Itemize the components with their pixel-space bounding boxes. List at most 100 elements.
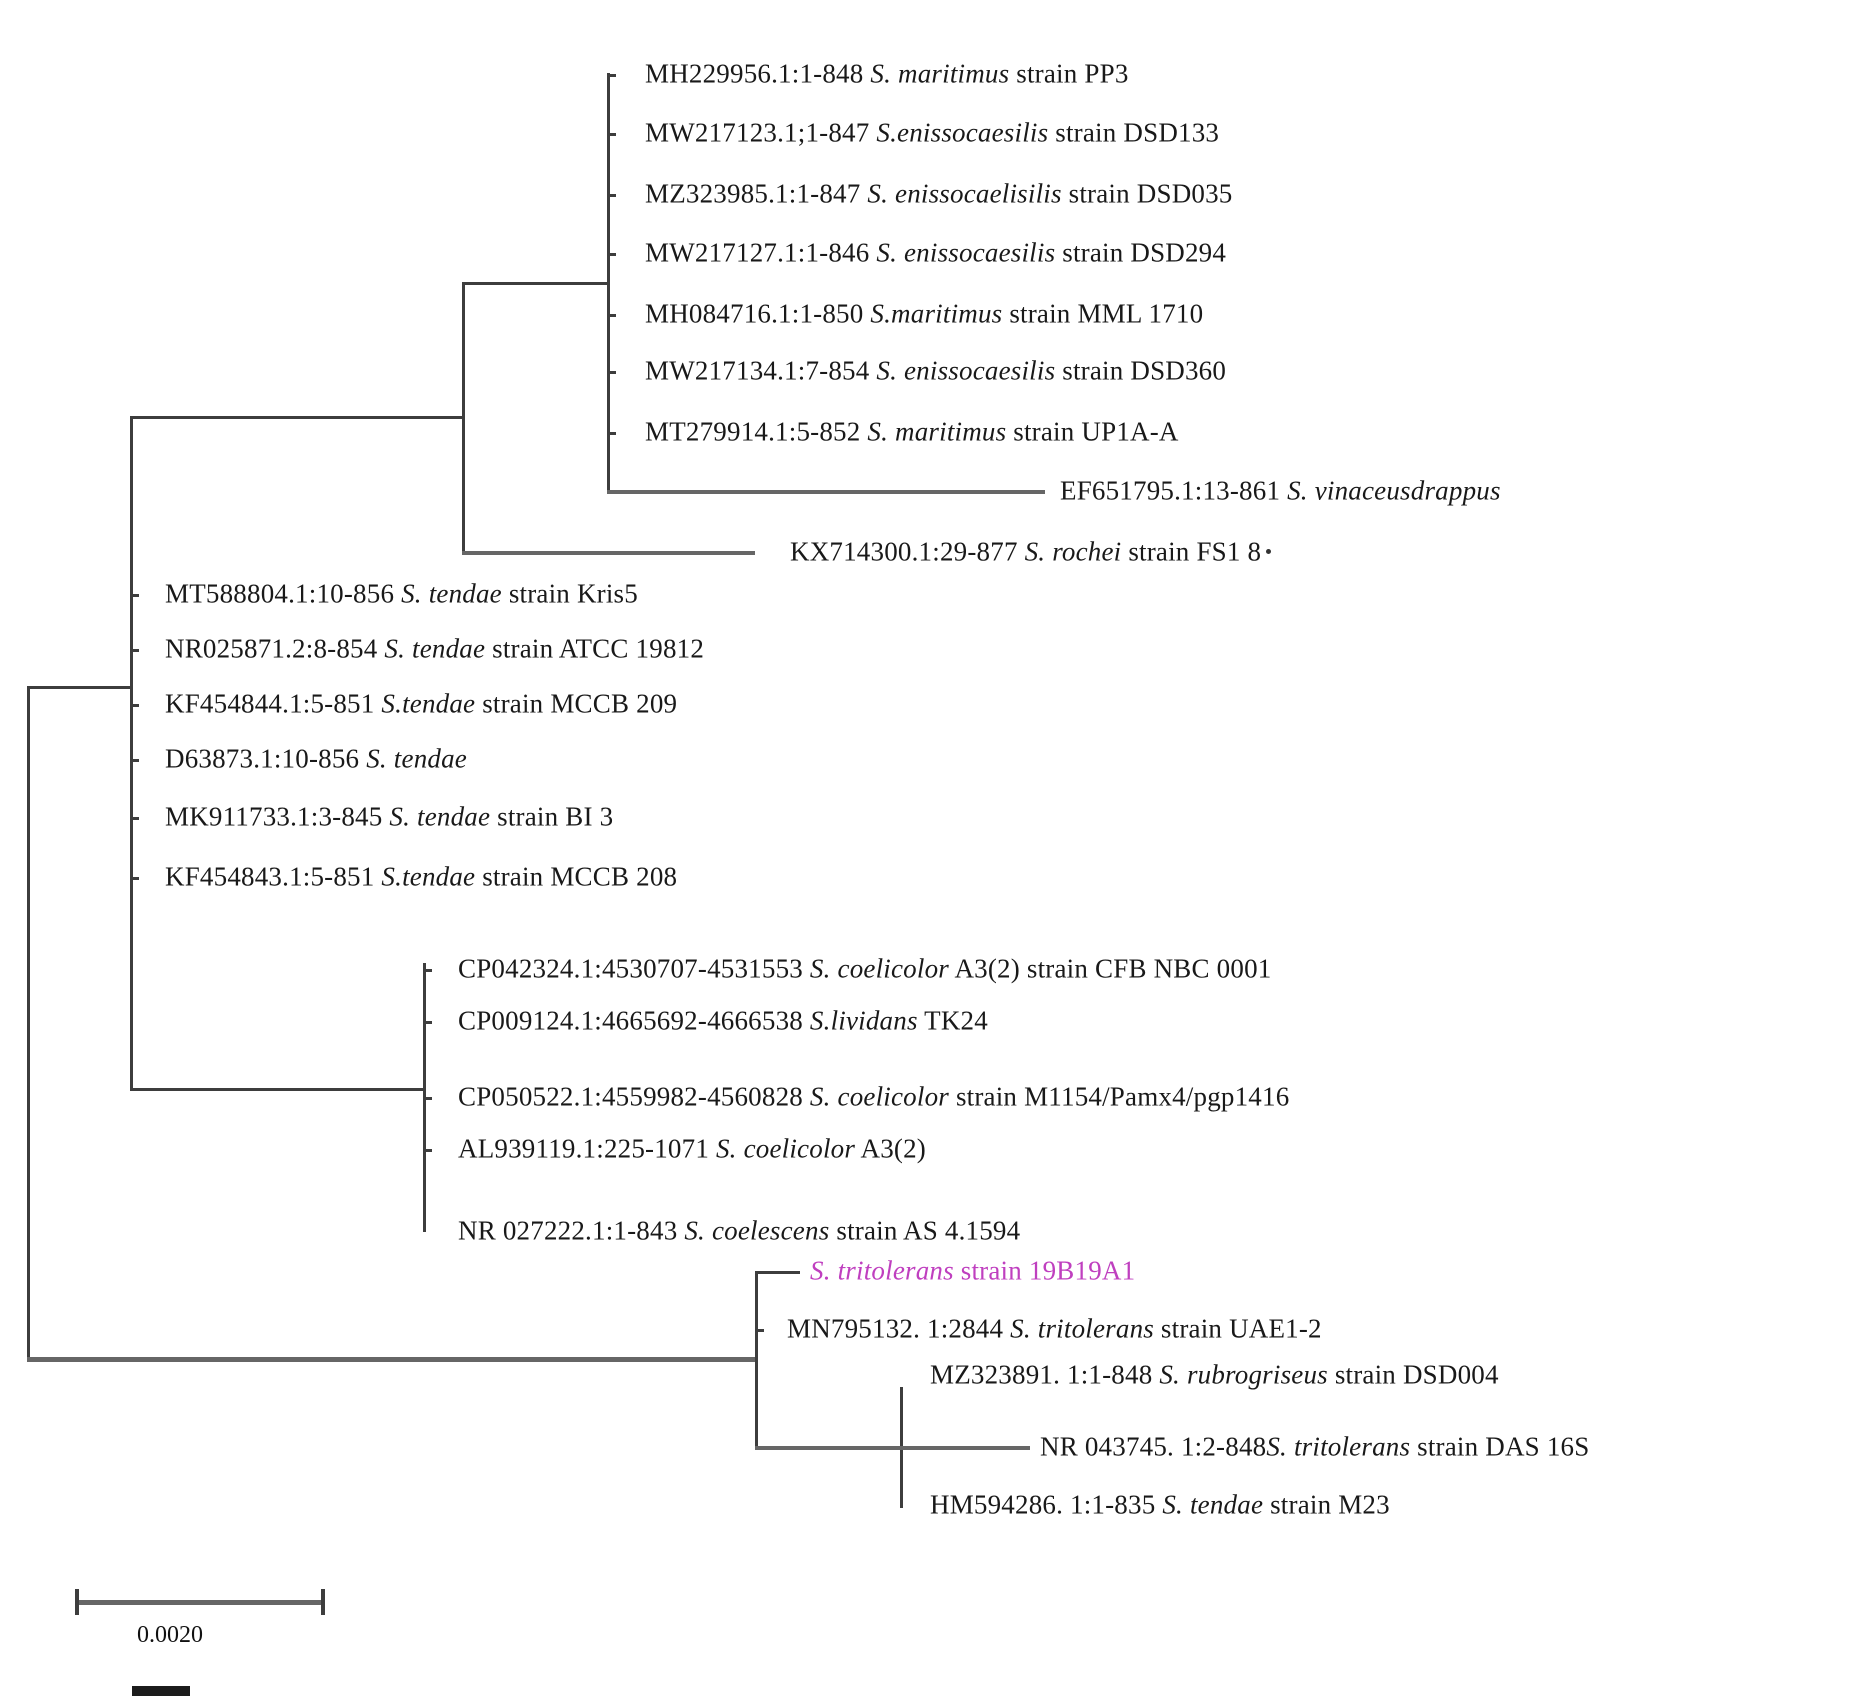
tree-branch bbox=[27, 687, 30, 1359]
species-name: S.enissocaesilis bbox=[876, 117, 1049, 148]
leaf-tick bbox=[607, 314, 616, 317]
strain-text: strain DSD360 bbox=[1055, 355, 1227, 386]
strain-text: TK24 bbox=[917, 1005, 988, 1036]
species-name: S. tritolerans bbox=[1010, 1313, 1154, 1344]
species-name: S. tendae bbox=[1162, 1489, 1264, 1520]
scale-bar-label: 0.0020 bbox=[137, 1622, 203, 1648]
leaf-tick bbox=[423, 1097, 432, 1100]
taxon-label-8: EF651795.1:13-861 S. vinaceusdrappus bbox=[1060, 475, 1501, 506]
strain-text: strain FS1 8 bbox=[1121, 536, 1262, 567]
species-name: S. enissocaesilis bbox=[876, 237, 1056, 268]
taxon-label-15: KF454843.1:5-851 S.tendae strain MCCB 20… bbox=[165, 861, 677, 892]
species-name: S. rochei bbox=[1024, 536, 1122, 567]
species-name: S.maritimus bbox=[870, 298, 1003, 329]
species-name: S. coelicolor bbox=[809, 1081, 949, 1112]
accession-text: AL939119.1:225-1071 bbox=[458, 1133, 716, 1164]
leaf-tick bbox=[755, 1329, 764, 1332]
tree-branch bbox=[607, 490, 1045, 494]
tree-branch bbox=[462, 551, 755, 555]
accession-text: MW217134.1:7-854 bbox=[645, 355, 877, 386]
taxon-label-22: MN795132. 1:2844 S. tritolerans strain U… bbox=[787, 1313, 1322, 1344]
species-name: S. tendae bbox=[389, 801, 491, 832]
accession-text: MT588804.1:10-856 bbox=[165, 578, 402, 609]
taxon-label-14: MK911733.1:3-845 S. tendae strain BI 3 bbox=[165, 801, 613, 832]
tree-branch bbox=[607, 73, 610, 492]
taxon-label-9: KX714300.1:29-877 S. rochei strain FS1 8 bbox=[790, 536, 1261, 567]
leaf-tick bbox=[130, 649, 139, 652]
taxon-label-10: MT588804.1:10-856 S. tendae strain Kris5 bbox=[165, 578, 638, 609]
species-name: S.tendae bbox=[381, 861, 476, 892]
species-name: S. tritolerans bbox=[810, 1255, 954, 1286]
tree-branch bbox=[27, 686, 130, 689]
scale-bar-line bbox=[77, 1600, 323, 1605]
species-name: S. vinaceusdrappus bbox=[1287, 475, 1501, 506]
tree-branch bbox=[755, 1272, 758, 1448]
strain-text: A3(2) bbox=[855, 1133, 927, 1164]
accession-text: MH229956.1:1-848 bbox=[645, 58, 871, 89]
strain-text: strain ATCC 19812 bbox=[485, 633, 705, 664]
strain-text: strain 19B19A1 bbox=[953, 1255, 1136, 1286]
taxon-label-25: HM594286. 1:1-835 S. tendae strain M23 bbox=[930, 1489, 1390, 1520]
leaf-tick bbox=[130, 759, 139, 762]
strain-text: strain MML 1710 bbox=[1002, 298, 1204, 329]
strain-text: strain DSD004 bbox=[1327, 1359, 1499, 1390]
species-name: S.tendae bbox=[381, 688, 476, 719]
strain-text: strain DSD035 bbox=[1061, 178, 1233, 209]
accession-text: NR 027222.1:1-843 bbox=[458, 1215, 685, 1246]
tree-branch bbox=[755, 1446, 1030, 1450]
strain-text: strain PP3 bbox=[1009, 58, 1129, 89]
leaf-tick bbox=[607, 432, 616, 435]
accession-text: HM594286. 1:1-835 bbox=[930, 1489, 1163, 1520]
taxon-label-3: MZ323985.1:1-847 S. enissocaelisilis str… bbox=[645, 178, 1233, 209]
taxon-label-13: D63873.1:10-856 S. tendae bbox=[165, 743, 467, 774]
strain-text: strain M1154/Pamx4/pgp1416 bbox=[949, 1081, 1290, 1112]
species-name: S. tendae bbox=[384, 633, 486, 664]
accession-text: EF651795.1:13-861 bbox=[1060, 475, 1288, 506]
leaf-tick bbox=[130, 817, 139, 820]
tree-branch bbox=[130, 417, 133, 1089]
taxon-label-17: CP009124.1:4665692-4666538 S.lividans TK… bbox=[458, 1005, 988, 1036]
accession-text: NR 043745. 1:2-848 bbox=[1040, 1431, 1267, 1462]
taxon-label-16: CP042324.1:4530707-4531553 S. coelicolor… bbox=[458, 953, 1271, 984]
leaf-tick bbox=[607, 133, 616, 136]
accession-text: KF454843.1:5-851 bbox=[165, 861, 382, 892]
tree-branch bbox=[27, 1357, 755, 1362]
tree-branch bbox=[130, 416, 462, 419]
accession-text: MW217123.1;1-847 bbox=[645, 117, 877, 148]
species-name: S. coelicolor bbox=[809, 953, 949, 984]
scale-bar-left-tick bbox=[75, 1589, 79, 1615]
taxon-label-7: MT279914.1:5-852 S. maritimus strain UP1… bbox=[645, 416, 1179, 447]
taxon-label-4: MW217127.1:1-846 S. enissocaesilis strai… bbox=[645, 237, 1226, 268]
taxon-label-12: KF454844.1:5-851 S.tendae strain MCCB 20… bbox=[165, 688, 677, 719]
taxon-label-19: AL939119.1:225-1071 S. coelicolor A3(2) bbox=[458, 1133, 926, 1164]
stray-dot-mark bbox=[1266, 549, 1271, 554]
leaf-tick bbox=[607, 194, 616, 197]
leaf-tick bbox=[423, 1149, 432, 1152]
strain-text: strain DAS 16S bbox=[1410, 1431, 1590, 1462]
strain-text: strain M23 bbox=[1263, 1489, 1390, 1520]
leaf-tick bbox=[130, 594, 139, 597]
leaf-tick bbox=[607, 371, 616, 374]
leaf-tick bbox=[130, 704, 139, 707]
bottom-edge-artifact bbox=[132, 1686, 190, 1696]
taxon-label-6: MW217134.1:7-854 S. enissocaesilis strai… bbox=[645, 355, 1226, 386]
leaf-tick bbox=[130, 877, 139, 880]
strain-text: A3(2) strain CFB NBC 0001 bbox=[949, 953, 1272, 984]
tree-branch bbox=[462, 283, 465, 553]
species-name: S. rubrogriseus bbox=[1159, 1359, 1328, 1390]
strain-text: strain DSD133 bbox=[1048, 117, 1220, 148]
species-name: S. maritimus bbox=[867, 416, 1007, 447]
strain-text: strain UP1A-A bbox=[1006, 416, 1179, 447]
taxon-label-23: MZ323891. 1:1-848 S. rubrogriseus strain… bbox=[930, 1359, 1499, 1390]
tree-branch bbox=[130, 1088, 423, 1091]
species-name: S. maritimus bbox=[870, 58, 1010, 89]
accession-text: MZ323891. 1:1-848 bbox=[930, 1359, 1160, 1390]
accession-text: KF454844.1:5-851 bbox=[165, 688, 382, 719]
strain-text: strain AS 4.1594 bbox=[829, 1215, 1021, 1246]
taxon-label-2: MW217123.1;1-847 S.enissocaesilis strain… bbox=[645, 117, 1219, 148]
accession-text: CP042324.1:4530707-4531553 bbox=[458, 953, 810, 984]
accession-text: MN795132. 1:2844 bbox=[787, 1313, 1011, 1344]
taxon-label-24: NR 043745. 1:2-848S. tritolerans strain … bbox=[1040, 1431, 1589, 1462]
leaf-tick bbox=[607, 253, 616, 256]
